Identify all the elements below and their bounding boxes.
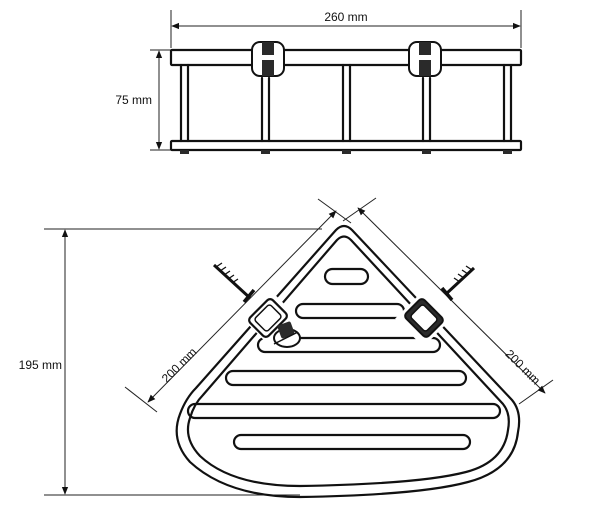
wall-holder-left — [251, 41, 285, 77]
basket-rim-inner — [186, 235, 510, 488]
locking-knob — [273, 321, 301, 348]
front-view: 260 mm 75 mm — [115, 10, 523, 154]
width-dimension: 260 mm — [170, 10, 522, 48]
wall-bracket-right — [404, 298, 444, 338]
width-label: 260 mm — [324, 10, 367, 24]
height-label: 75 mm — [115, 93, 152, 107]
feet — [180, 150, 512, 154]
depth-dimension: 195 mm — [19, 228, 322, 496]
top-rail — [169, 48, 523, 67]
depth-label: 195 mm — [19, 358, 62, 372]
screw-left — [212, 262, 256, 304]
screw-right — [440, 265, 476, 302]
side-right-label: 200 mm — [503, 347, 544, 388]
top-view: 195 mm 200 mm 200 mm — [19, 197, 554, 499]
basket-rim-outer — [175, 224, 521, 499]
soap-slot — [323, 267, 370, 286]
wall-bracket-left — [248, 298, 288, 338]
side-dimension-left: 200 mm — [124, 198, 352, 413]
posts — [179, 63, 513, 143]
side-dimension-right: 200 mm — [342, 197, 554, 405]
bottom-rail — [169, 139, 523, 152]
basket-slots — [186, 302, 502, 451]
height-dimension: 75 mm — [115, 49, 175, 151]
side-left-label: 200 mm — [159, 345, 200, 386]
wall-holder-right — [408, 41, 442, 77]
